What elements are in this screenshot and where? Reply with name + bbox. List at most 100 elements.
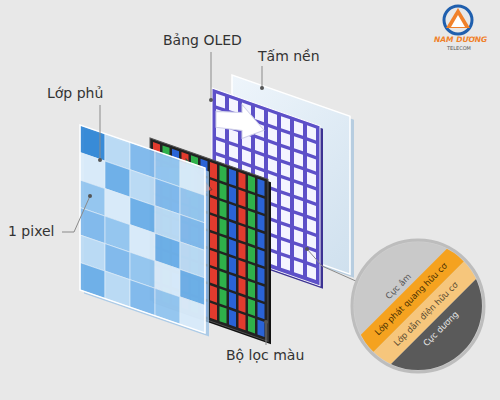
oled-cell: [255, 107, 264, 122]
filter-subpixel: [220, 183, 227, 200]
oled-cell: [307, 141, 316, 156]
oled-cell: [255, 154, 264, 169]
oled-cell: [216, 140, 225, 155]
color-filter-panel: [150, 138, 271, 344]
filter-subpixel: [258, 249, 265, 266]
pixel-cell: [180, 297, 205, 333]
filter-subpixel: [220, 165, 227, 182]
filter-subpixel: [210, 303, 217, 320]
part-label: Bộ lọc màu: [226, 348, 304, 363]
filter-subpixel: [258, 196, 265, 213]
filter-subpixel: [258, 179, 265, 196]
oled-cell: [281, 209, 290, 224]
leader-line: [262, 66, 263, 88]
oled-cell: [307, 187, 316, 202]
cover-glass-panel: [80, 125, 209, 336]
oled-cell: [268, 158, 277, 173]
filter-subpixel: [229, 204, 236, 221]
filter-subpixel: [220, 253, 227, 270]
oled-cell: [281, 163, 290, 178]
filter-subpixel: [248, 263, 255, 280]
filter-subpixel: [239, 242, 246, 259]
oled-cell: [229, 129, 238, 144]
filter-subpixel: [239, 295, 246, 312]
leader-dot: [88, 194, 92, 198]
filter-subpixel: [248, 299, 255, 316]
logo-icon: [444, 6, 472, 34]
oled-cell: [307, 265, 316, 280]
oled-cell: [294, 229, 303, 244]
oled-cell: [281, 116, 290, 131]
filter-subpixel: [239, 260, 246, 277]
filter-subpixel: [229, 309, 236, 326]
filter-subpixel: [258, 231, 265, 248]
oled-cell: [294, 260, 303, 275]
filter-subpixel: [248, 228, 255, 245]
filter-subpixel: [239, 225, 246, 242]
filter-subpixel: [239, 278, 246, 295]
filter-subpixel: [248, 246, 255, 263]
oled-cell: [281, 225, 290, 240]
leader-line: [266, 322, 267, 345]
filter-subpixel: [258, 302, 265, 319]
leader-dot: [98, 158, 102, 162]
panel-edge: [153, 141, 271, 344]
pixel-cell: [130, 280, 155, 316]
filter-subpixel: [220, 271, 227, 288]
filter-subpixel: [239, 313, 246, 330]
filter-subpixel: [229, 274, 236, 291]
oled-cell: [216, 93, 225, 108]
light-arrow: [216, 95, 264, 146]
filter-subpixel: [258, 284, 265, 301]
oled-cell: [294, 167, 303, 182]
oled-cell: [255, 138, 264, 153]
filter-subpixel: [229, 239, 236, 256]
filter-subpixel: [220, 289, 227, 306]
leader-line: [307, 249, 358, 282]
oled-cell: [307, 249, 316, 264]
oled-cell: [268, 127, 277, 142]
leader-dots: [88, 86, 309, 324]
oled-cell: [294, 198, 303, 213]
oled-cell: [294, 183, 303, 198]
part-label: Bảng OLED: [163, 33, 242, 48]
filter-subpixel: [248, 175, 255, 192]
oled-cell: [281, 194, 290, 209]
pixel-cell: [105, 271, 130, 307]
filter-subpixel: [210, 162, 217, 179]
part-label: 1 pixel: [8, 224, 55, 239]
oled-cell: [281, 147, 290, 162]
leader-dot: [260, 86, 264, 90]
filter-subpixel: [258, 214, 265, 231]
oled-cell: [281, 132, 290, 147]
filter-subpixel: [210, 250, 217, 267]
leader-line: [211, 52, 212, 100]
oled-cell: [294, 152, 303, 167]
filter-subpixel: [248, 211, 255, 228]
oled-cell: [281, 178, 290, 193]
oled-cell: [307, 218, 316, 233]
filter-subpixel: [248, 281, 255, 298]
filter-subpixel: [258, 267, 265, 284]
oled-cell: [307, 125, 316, 140]
panel-face: [80, 125, 205, 333]
oled-cell: [229, 98, 238, 113]
filter-subpixel: [220, 236, 227, 253]
filter-subpixel: [229, 292, 236, 309]
pixel-cell: [155, 288, 180, 324]
filter-subpixel: [239, 207, 246, 224]
logo-text: NAM DƯƠNG: [434, 36, 487, 44]
filter-subpixel: [210, 197, 217, 214]
oled-cell: [294, 121, 303, 136]
oled-cell: [229, 144, 238, 159]
filter-subpixel: [220, 201, 227, 218]
oled-cell: [268, 112, 277, 127]
oled-cell: [268, 143, 277, 158]
leader-lines: [62, 52, 358, 345]
filter-subpixel: [229, 186, 236, 203]
leader-line: [62, 196, 90, 232]
oled-cell: [307, 203, 316, 218]
